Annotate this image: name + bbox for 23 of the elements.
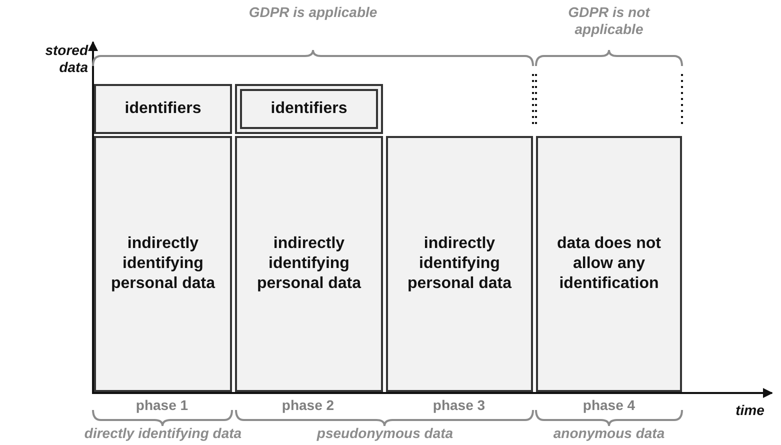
data-box bbox=[235, 136, 383, 392]
axis-label: stored data bbox=[44, 42, 88, 76]
box-text: indirectly identifying personal data bbox=[256, 234, 362, 294]
category-label: anonymous data bbox=[552, 425, 666, 442]
data-box bbox=[94, 136, 232, 392]
box-text: data does not allow any identification bbox=[556, 234, 662, 294]
data-box bbox=[536, 136, 682, 392]
scope-label: GDPR is not applicable bbox=[567, 4, 652, 38]
phase-label: phase 2 bbox=[280, 397, 336, 414]
double-bordered-box bbox=[235, 84, 383, 134]
data-box bbox=[94, 84, 232, 134]
data-box bbox=[386, 136, 533, 392]
scope-label: GDPR is applicable bbox=[248, 4, 378, 21]
phase-label: phase 1 bbox=[134, 397, 190, 414]
box-text: identifiers bbox=[124, 99, 202, 119]
box-text: indirectly identifying personal data bbox=[110, 234, 216, 294]
axis-label: time bbox=[734, 402, 766, 419]
phase-label: phase 3 bbox=[432, 397, 486, 414]
category-label: pseudonymous data bbox=[316, 425, 454, 442]
phase-label: phase 4 bbox=[582, 397, 636, 414]
category-label: directly identifying data bbox=[83, 425, 243, 442]
box-text: indirectly identifying personal data bbox=[406, 234, 513, 294]
box-text: identifiers bbox=[270, 99, 348, 119]
